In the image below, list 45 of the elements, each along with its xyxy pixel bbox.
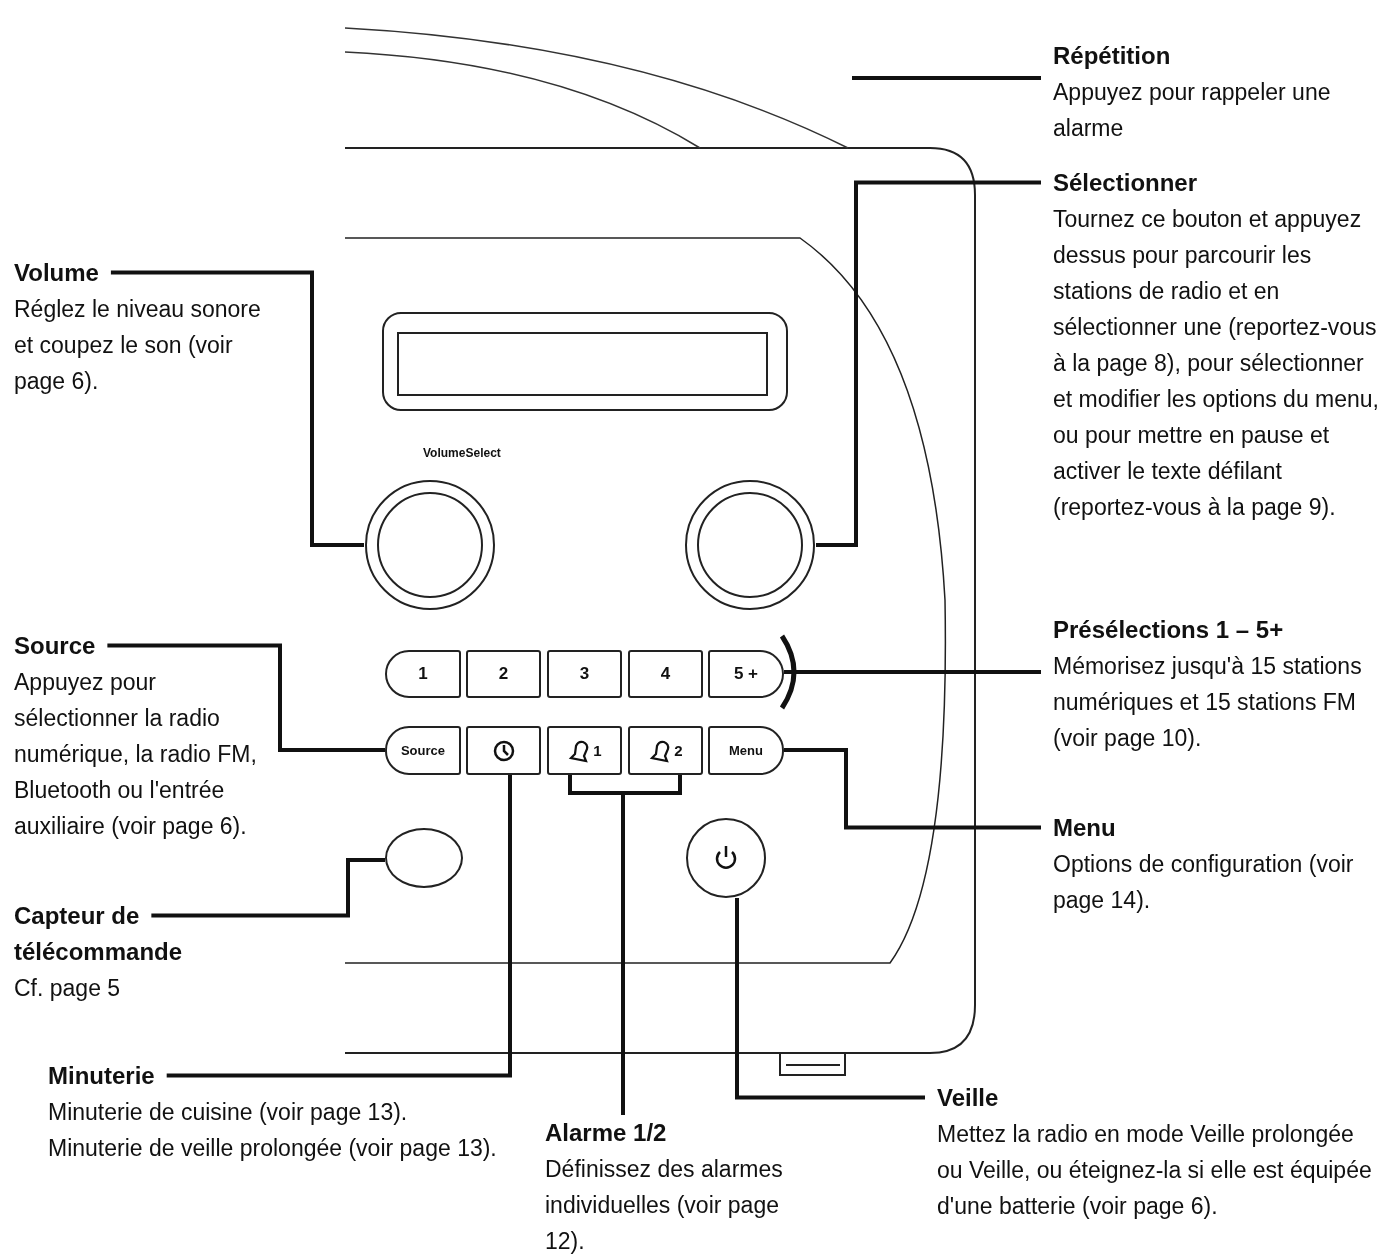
leader-line [166, 775, 512, 1078]
alarm-number: 1 [593, 742, 602, 759]
callout-heading: Capteur de télécommande [14, 902, 183, 965]
timer-button [466, 726, 541, 775]
callout-description: Mémorisez jusqu'à 15 stations numériques et 15 stations FM (voir page 10). [1053, 652, 1363, 753]
alarm-button [547, 726, 622, 775]
callout-description: Appuyez pour sélectionner la radio numérique, la radio FM, Bluetooth ou l'entrée auxiliaire (voir page 6). [14, 668, 258, 841]
callout-description: Mettez la radio en mode Veille prolongée ou Veille, ou éteignez-la si elle est équipée d'une batterie (voir page 6). [937, 1120, 1373, 1221]
preset-button: 1 [385, 650, 461, 698]
preset-button: 4 [628, 650, 703, 698]
callout-heading: Sélectionner [1053, 169, 1198, 196]
preset-button: 3 [547, 650, 622, 698]
select-knob [684, 479, 816, 611]
alarm-number: 2 [674, 742, 683, 759]
knob-label: VolumeSelect [423, 446, 501, 460]
callout-description: Minuterie de cuisine (voir page 13). Minuterie de veille prolongée (voir page 13). [48, 1098, 498, 1163]
menu-button: Menu [708, 726, 784, 775]
preset-button: 2 [466, 650, 541, 698]
callout-description: Définissez des alarmes individuelles (voir page 12). [545, 1155, 784, 1256]
callout-heading: Veille [937, 1084, 999, 1111]
leader-line [852, 76, 1041, 80]
callout-description: Appuyez pour rappeler une alarme [1053, 78, 1332, 143]
callout-heading: Alarme 1/2 [545, 1119, 667, 1146]
preset-button: 5 + [708, 650, 784, 698]
callout-heading: Menu [1053, 814, 1116, 841]
leader-line [107, 643, 385, 752]
alarm-button [628, 726, 703, 775]
leader-line [110, 270, 364, 547]
callout-description: Réglez le niveau sonore et coupez le son (voir page 6). [14, 295, 262, 396]
callout-heading: Présélections 1 – 5+ [1053, 616, 1284, 643]
callout-heading: Source [14, 632, 96, 659]
leader-line [735, 898, 925, 1100]
callout-description: Tournez ce bouton et appuyez dessus pour parcourir les stations de radio et en sélectionner une (reportez-vous à la page 8), pour sélectionner et modifier les options du menu, ou pour mettre en pause et activer le texte défilant (reportez-vous à la page 9). [1053, 205, 1380, 522]
callout-heading: Minuterie [48, 1062, 155, 1089]
callout-heading: Répétition [1053, 42, 1171, 69]
source-button: Source [385, 726, 461, 775]
callout-description: Options de configuration (voir page 14). [1053, 850, 1355, 915]
leader-line [816, 180, 1041, 547]
callout-description: Cf. page 5 [14, 974, 122, 1003]
leader-line [151, 858, 385, 918]
leader-line [784, 748, 1041, 830]
leader-line [784, 670, 1041, 674]
volume-knob [364, 479, 496, 611]
callout-heading: Volume [14, 259, 99, 286]
leader-line [621, 775, 682, 1115]
